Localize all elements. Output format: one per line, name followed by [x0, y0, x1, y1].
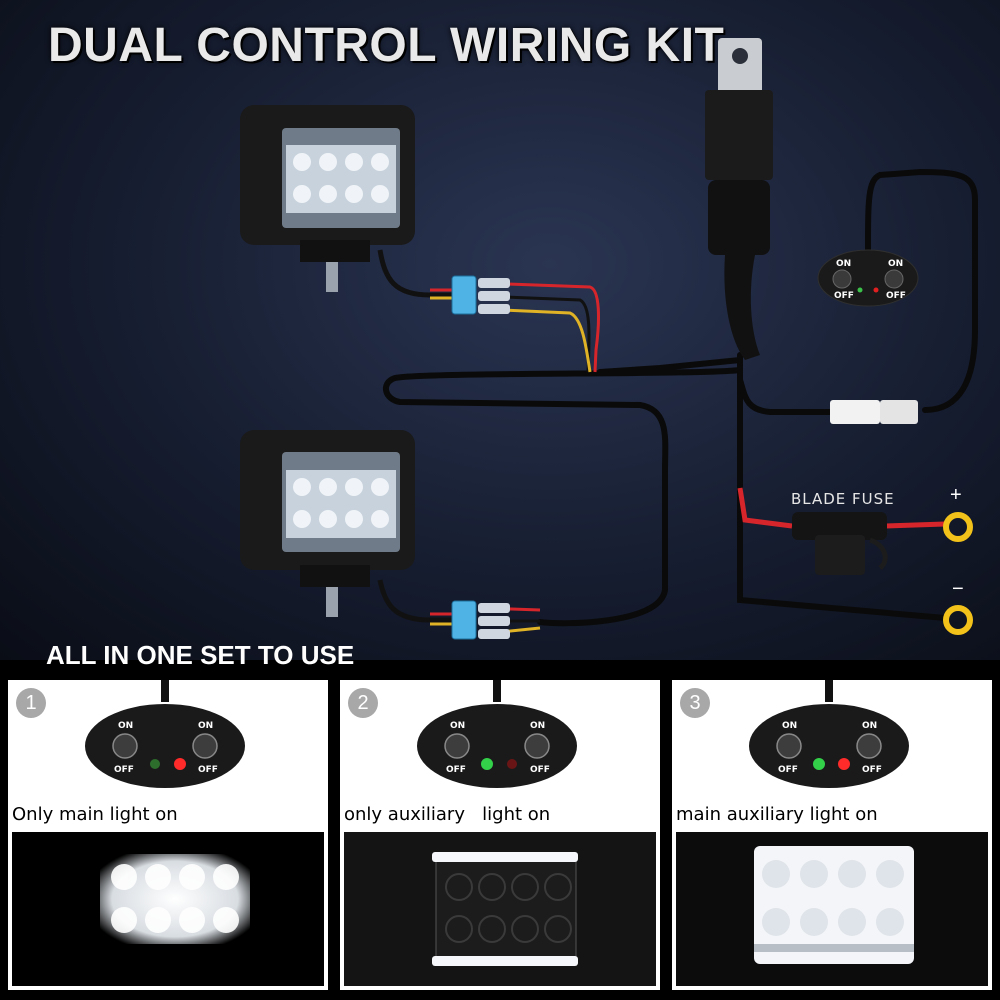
light-photo	[344, 832, 656, 986]
step-number-badge: 2	[348, 688, 378, 718]
section-title: ALL IN ONE SET TO USE	[46, 640, 355, 670]
right-off-label: OFF	[530, 765, 550, 775]
usage-panel-2: 2 ON ON OFF OFF only auxiliary light on	[340, 680, 660, 990]
top-connectors	[451, 275, 510, 315]
svg-text:ON: ON	[836, 259, 851, 269]
blade-fuse-label: BLADE FUSE	[791, 490, 895, 508]
ring-terminals	[943, 512, 973, 635]
positive-symbol: +	[950, 484, 962, 506]
switch-controller: ON ON OFF OFF	[749, 680, 909, 788]
bottom-light-pod	[240, 430, 415, 617]
switch-controller: ON ON OFF OFF	[85, 680, 245, 788]
switch-connector	[830, 400, 918, 424]
page-title: DUAL CONTROL WIRING KIT	[48, 19, 725, 72]
left-off-label: OFF	[114, 765, 134, 775]
svg-text:ON: ON	[888, 259, 903, 269]
top-light-wires	[377, 249, 600, 373]
left-on-label: ON	[450, 721, 465, 731]
svg-text:OFF: OFF	[886, 291, 906, 301]
svg-text:OFF: OFF	[834, 291, 854, 301]
switch-box: ON ON OFF OFF	[817, 249, 919, 307]
step-number-badge: 3	[680, 688, 710, 718]
blade-fuse	[792, 512, 888, 575]
right-off-label: OFF	[198, 765, 218, 775]
right-on-label: ON	[198, 721, 213, 731]
wiring-diagram: ON ON OFF OFF	[240, 38, 978, 640]
red-wire	[737, 487, 793, 529]
step-number-badge: 1	[16, 688, 46, 718]
switch-controller: ON ON OFF OFF	[417, 680, 577, 788]
negative-symbol: −	[952, 578, 964, 600]
panel-caption: only auxiliary light on	[344, 804, 551, 825]
harness-wires	[383, 168, 978, 627]
panel-caption: main auxiliary light on	[676, 804, 878, 825]
left-off-label: OFF	[778, 765, 798, 775]
left-on-label: ON	[118, 721, 133, 731]
bottom-connectors	[451, 600, 510, 640]
left-on-label: ON	[782, 721, 797, 731]
light-photo	[676, 832, 988, 986]
panel-caption: Only main light on	[12, 804, 178, 825]
right-off-label: OFF	[862, 765, 882, 775]
relay	[705, 38, 773, 360]
left-off-label: OFF	[446, 765, 466, 775]
right-on-label: ON	[862, 721, 877, 731]
red-wire-out	[884, 521, 946, 529]
top-light-pod	[240, 105, 415, 292]
right-on-label: ON	[530, 721, 545, 731]
usage-panel-3: 3 ON ON OFF OFF main auxiliary light on	[672, 680, 992, 990]
usage-panel-1: 1 ON ON OFF OFF Only main light on	[8, 680, 328, 990]
light-photo	[12, 832, 324, 986]
